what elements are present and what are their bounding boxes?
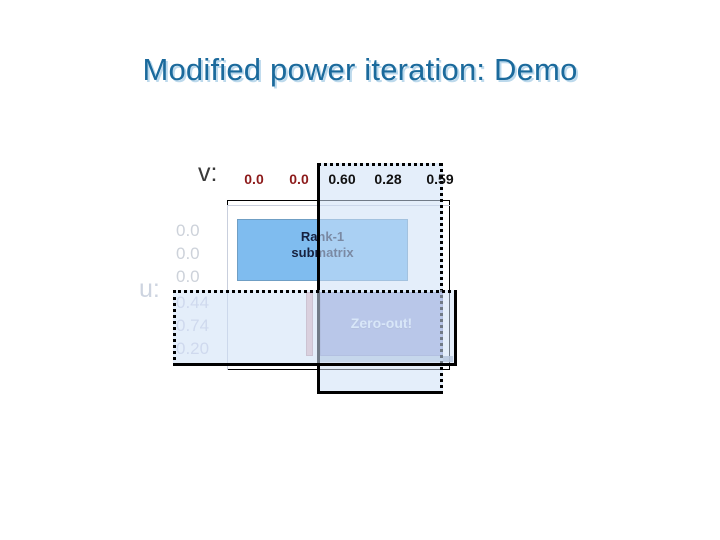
- v-cell-1: 0.0: [289, 171, 309, 187]
- page-title: Modified power iteration: Demo: [142, 52, 578, 87]
- u-cell-2: 0.0: [176, 267, 200, 286]
- u-cell-5: 0.20: [176, 339, 210, 358]
- u-cell-3: 0.44: [176, 293, 210, 312]
- v-cell-0: 0.0: [244, 171, 264, 187]
- matrix-column-rule: [227, 205, 228, 370]
- u-cell-1: 0.0: [176, 244, 200, 263]
- u-cell-4: 0.74: [176, 316, 210, 335]
- vector-u-label: u:: [139, 275, 160, 303]
- v-cell-2: 0.60: [328, 171, 356, 187]
- vector-v-label: v:: [198, 159, 218, 187]
- selected-row-band: [173, 290, 457, 366]
- v-cell-4: 0.59: [426, 171, 454, 187]
- u-cell-0: 0.0: [176, 221, 200, 240]
- v-cell-3: 0.28: [374, 171, 402, 187]
